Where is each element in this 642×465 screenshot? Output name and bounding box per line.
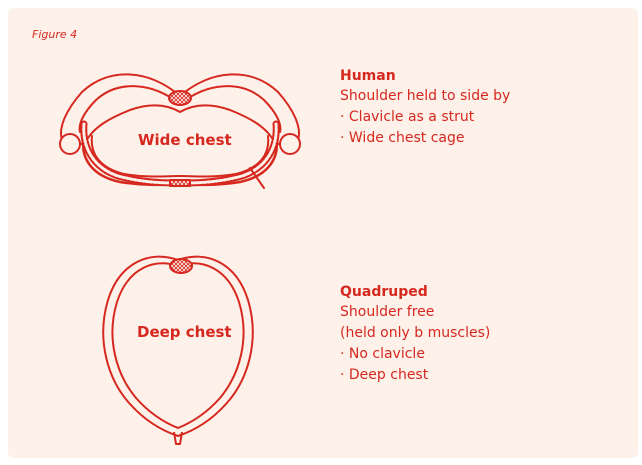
human-sternum bbox=[170, 180, 190, 186]
quadruped-description: Quadruped Shoulder free (held only b mus… bbox=[340, 282, 490, 386]
human-shoulder-joint-right bbox=[280, 134, 300, 154]
human-spine bbox=[169, 91, 191, 105]
quadruped-spine bbox=[170, 259, 192, 273]
quadruped-rib-cage-inner bbox=[112, 263, 243, 428]
quadruped-heading: Quadruped bbox=[340, 282, 490, 302]
human-line: · Wide chest cage bbox=[340, 128, 510, 149]
human-heading: Human bbox=[340, 66, 510, 86]
quadruped-line: · Deep chest bbox=[340, 365, 490, 386]
quadruped-line: (held only b muscles) bbox=[340, 323, 490, 344]
wide-chest-label: Wide chest bbox=[138, 131, 232, 149]
quadruped-sternum bbox=[174, 432, 182, 444]
quadruped-chest-diagram bbox=[103, 257, 252, 444]
human-line: · Clavicle as a strut bbox=[340, 107, 510, 128]
human-shoulder-joint-left bbox=[60, 134, 80, 154]
deep-chest-label: Deep chest bbox=[137, 323, 232, 341]
quadruped-line: Shoulder free bbox=[340, 302, 490, 323]
human-description: Human Shoulder held to side by · Clavicl… bbox=[340, 66, 510, 149]
quadruped-line: · No clavicle bbox=[340, 344, 490, 365]
human-line: Shoulder held to side by bbox=[340, 86, 510, 107]
